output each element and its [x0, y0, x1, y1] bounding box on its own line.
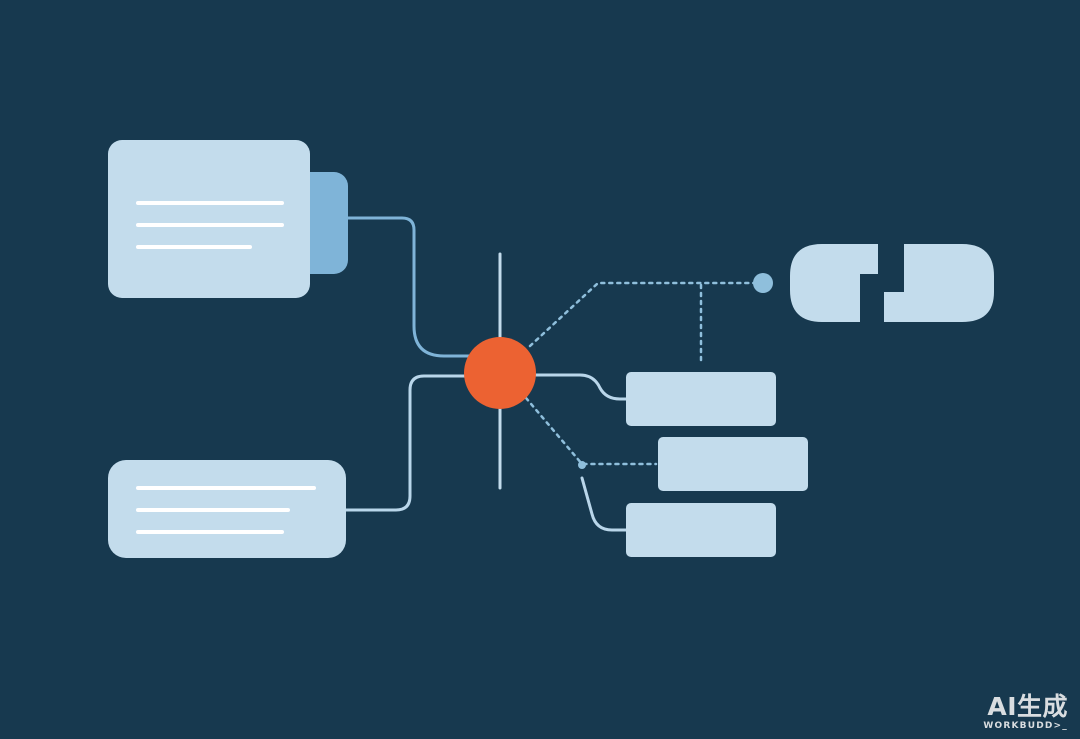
edge-hub-to-stack-item-1	[534, 373, 628, 401]
stack-item-1	[626, 372, 776, 426]
doc-bottom-left	[108, 460, 346, 558]
link-endpoint-dot	[753, 273, 773, 293]
link-badge-top-right	[790, 244, 994, 322]
watermark-main-text: AI生成	[987, 692, 1068, 721]
edge-doc-bottom-left-to-hub	[344, 374, 468, 512]
watermark-sub-text: WORKBUDD>_	[983, 721, 1068, 731]
stack-item-3	[626, 503, 776, 557]
edge-hub-to-stack-item-2	[524, 396, 658, 466]
branch-junction-dot	[578, 461, 586, 469]
hub-node	[464, 337, 536, 409]
edge-doc-top-left-to-hub	[346, 216, 472, 358]
watermark: AI生成 WORKBUDD>_	[983, 694, 1068, 731]
doc-top-left	[108, 140, 348, 298]
edge-hub-to-stack-item-3	[580, 476, 628, 532]
link-badge-right-block	[884, 244, 994, 322]
edge-hub-to-link-badge	[528, 281, 756, 348]
stack-item-2	[658, 437, 808, 491]
link-badge-left-block	[790, 244, 878, 322]
doc-top-left-card	[108, 140, 310, 298]
